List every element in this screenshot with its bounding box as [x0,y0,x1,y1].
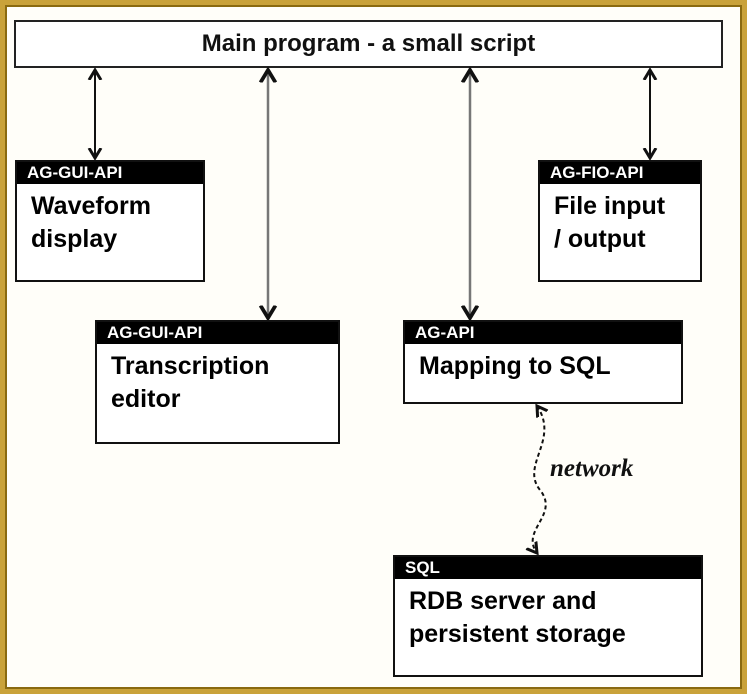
fileio-line1: File input [554,192,666,220]
network-label: network [550,455,634,482]
fileio-line2: / output [554,225,646,253]
waveform-display-box: AG-GUI-API Waveform display [15,160,205,282]
transcription-line1: Transcription [111,352,270,380]
mapping-line1: Mapping to SQL [419,352,611,380]
main-program-box: Main program - a small script [14,20,723,68]
rdb-api-label: SQL [395,557,701,579]
transcription-line2: editor [111,385,181,413]
rdb-line1: RDB server and [409,587,597,615]
transcription-editor-box: AG-GUI-API Transcription editor [95,320,340,444]
main-program-label: Main program - a small script [201,30,536,57]
waveform-api-label: AG-GUI-API [17,162,203,184]
waveform-line2: display [31,225,118,253]
mapping-to-sql-box: AG-API Mapping to SQL [403,320,683,404]
waveform-line1: Waveform [31,192,151,220]
rdb-server-box: SQL RDB server and persistent storage [393,555,703,677]
rdb-line2: persistent storage [409,620,626,648]
arrow-network-link [533,406,546,553]
fileio-api-label: AG-FIO-API [540,162,700,184]
file-io-box: AG-FIO-API File input / output [538,160,702,282]
mapping-api-label: AG-API [405,322,681,344]
transcription-api-label: AG-GUI-API [97,322,338,344]
